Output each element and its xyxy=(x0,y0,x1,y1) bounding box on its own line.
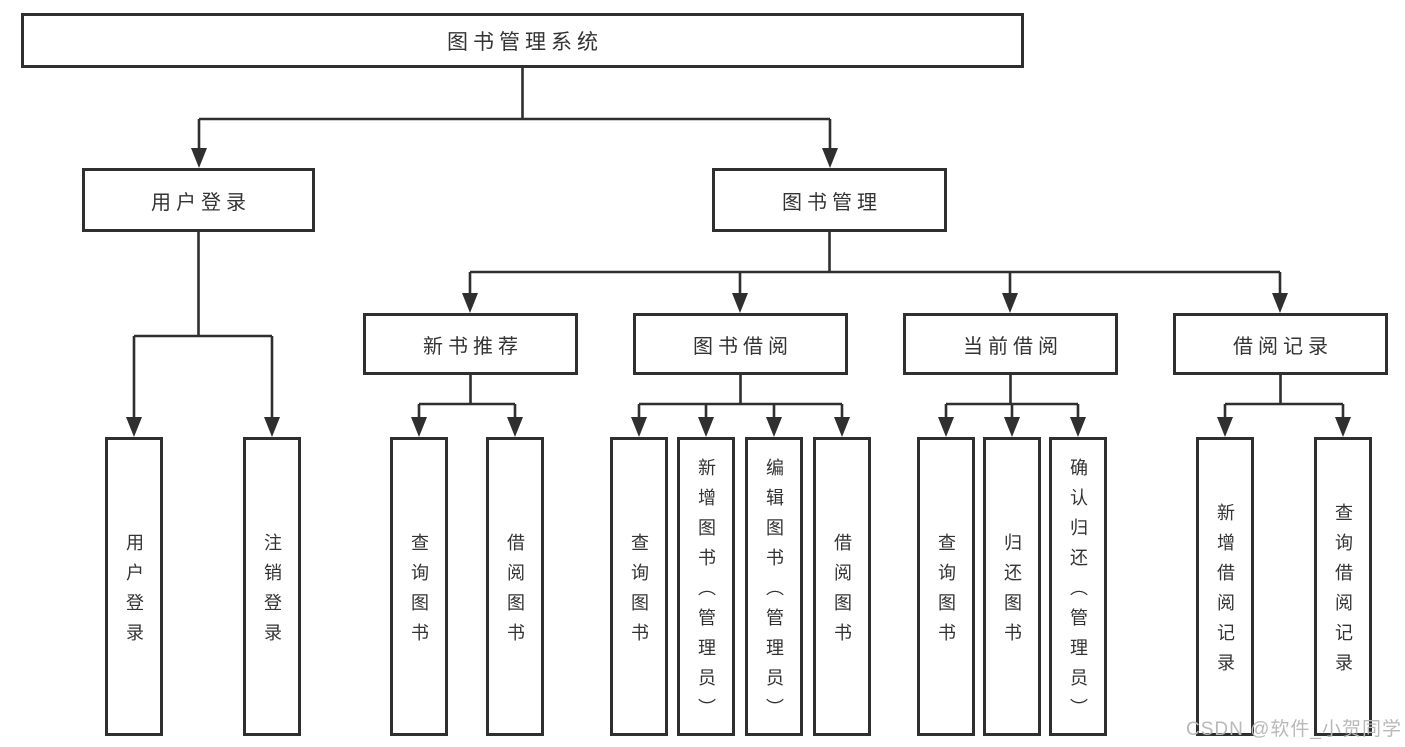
connector-line xyxy=(132,232,274,419)
connector-line xyxy=(468,232,1282,295)
connector-line xyxy=(1223,375,1345,419)
node-book-management: 图书管理 xyxy=(712,168,947,232)
node-new-book-recommend: 新书推荐 xyxy=(363,313,578,375)
arrowhead xyxy=(822,148,838,168)
leaf-add-borrow-record-label: 新增借阅记录 xyxy=(1215,502,1235,683)
node-borrowing-records: 借阅记录 xyxy=(1173,313,1388,375)
leaf-query-book-1: 查询图书 xyxy=(390,437,448,736)
arrowhead xyxy=(1070,417,1086,437)
arrowhead xyxy=(264,417,280,437)
leaf-confirm-return-admin: 确认归还（管理员） xyxy=(1049,437,1107,736)
node-current-borrowing: 当前借阅 xyxy=(903,313,1118,375)
node-user-login: 用户登录 xyxy=(82,168,315,232)
leaf-borrow-book-2-label: 借阅图书 xyxy=(832,532,852,653)
node-book-borrowing-label: 图书借阅 xyxy=(693,335,793,358)
arrowhead xyxy=(126,417,142,437)
leaf-user-login: 用户登录 xyxy=(105,437,163,736)
arrowhead xyxy=(507,417,523,437)
node-current-borrowing-label: 当前借阅 xyxy=(963,335,1063,358)
leaf-query-book-3: 查询图书 xyxy=(917,437,975,736)
arrowhead xyxy=(732,293,748,313)
arrowhead xyxy=(698,417,714,437)
node-book-borrowing: 图书借阅 xyxy=(633,313,848,375)
leaf-query-book-3-label: 查询图书 xyxy=(936,532,956,653)
connector-line xyxy=(417,375,517,419)
arrowhead xyxy=(191,148,207,168)
node-book-management-label: 图书管理 xyxy=(782,191,882,214)
leaf-borrow-book-1-label: 借阅图书 xyxy=(505,532,525,653)
arrowhead xyxy=(766,417,782,437)
leaf-user-login-label: 用户登录 xyxy=(124,532,144,653)
leaf-edit-book-admin: 编辑图书（管理员） xyxy=(745,437,803,736)
connector-line xyxy=(197,68,832,150)
connector-line xyxy=(637,375,844,419)
connector-borrowing-records-branch xyxy=(1217,375,1351,437)
arrowhead xyxy=(462,293,478,313)
leaf-add-book-admin-label: 新增图书（管理员） xyxy=(696,457,716,728)
node-user-login-label: 用户登录 xyxy=(151,191,251,214)
leaf-query-book-2: 查询图书 xyxy=(610,437,668,736)
arrowhead xyxy=(1272,293,1288,313)
leaf-logout-label: 注销登录 xyxy=(262,532,282,653)
connector-current-borrowing-branch xyxy=(938,375,1086,437)
leaf-query-book-1-label: 查询图书 xyxy=(409,532,429,653)
arrowhead xyxy=(631,417,647,437)
leaf-add-book-admin: 新增图书（管理员） xyxy=(677,437,735,736)
leaf-query-book-2-label: 查询图书 xyxy=(629,532,649,653)
arrowhead xyxy=(834,417,850,437)
connector-line xyxy=(944,375,1080,419)
leaf-borrow-book-1: 借阅图书 xyxy=(486,437,544,736)
connector-book-borrowing-branch xyxy=(631,375,850,437)
arrowhead xyxy=(1002,293,1018,313)
leaf-return-book-label: 归还图书 xyxy=(1002,532,1022,653)
leaf-borrow-book-2: 借阅图书 xyxy=(813,437,871,736)
leaf-confirm-return-admin-label: 确认归还（管理员） xyxy=(1068,457,1088,728)
node-new-book-recommend-label: 新书推荐 xyxy=(423,335,523,358)
connector-new-book-branch xyxy=(411,375,523,437)
leaf-return-book: 归还图书 xyxy=(983,437,1041,736)
leaf-edit-book-admin-label: 编辑图书（管理员） xyxy=(764,457,784,728)
connector-book-management-branch xyxy=(462,232,1288,313)
leaf-query-borrow-record-label: 查询借阅记录 xyxy=(1333,502,1353,683)
arrowhead xyxy=(411,417,427,437)
node-library-system: 图书管理系统 xyxy=(21,13,1024,68)
connector-root-to-level2 xyxy=(191,68,838,168)
arrowhead xyxy=(938,417,954,437)
node-borrowing-records-label: 借阅记录 xyxy=(1233,335,1333,358)
arrowhead xyxy=(1217,417,1233,437)
arrowhead xyxy=(1004,417,1020,437)
leaf-query-borrow-record: 查询借阅记录 xyxy=(1314,437,1372,736)
leaf-logout: 注销登录 xyxy=(243,437,301,736)
leaf-add-borrow-record: 新增借阅记录 xyxy=(1196,437,1254,736)
arrowhead xyxy=(1335,417,1351,437)
node-library-system-label: 图书管理系统 xyxy=(447,30,603,54)
connector-user-login-branch xyxy=(126,232,280,437)
